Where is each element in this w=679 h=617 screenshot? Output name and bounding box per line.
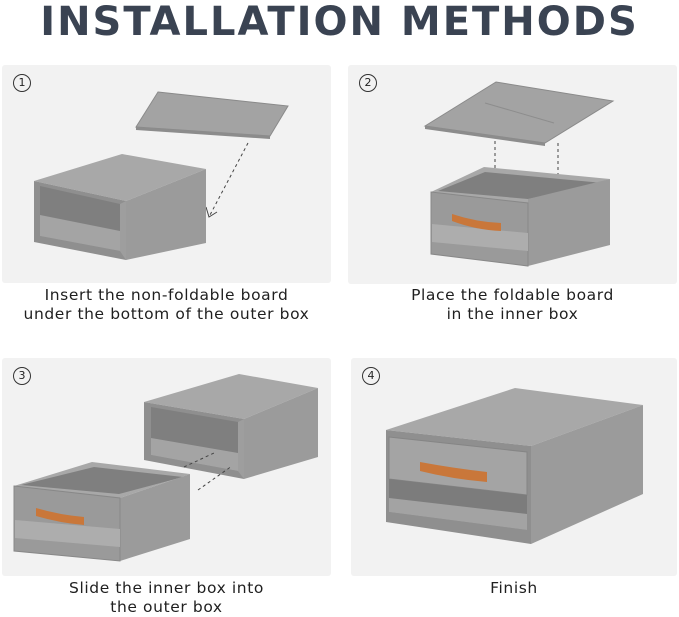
inner-box-illustration bbox=[430, 167, 610, 267]
step-1-panel: 1 bbox=[2, 65, 331, 283]
inner-box-illustration bbox=[13, 462, 190, 562]
caption-line: the outer box bbox=[110, 598, 223, 616]
caption-line: Slide the inner box into bbox=[69, 579, 264, 597]
outer-box-illustration bbox=[34, 154, 206, 260]
board-illustration bbox=[135, 91, 289, 139]
finished-box-illustration bbox=[386, 388, 643, 544]
leather-handle bbox=[452, 214, 501, 231]
caption-line: in the inner box bbox=[446, 305, 579, 323]
step-4-caption: Finish bbox=[351, 579, 677, 598]
step-number-badge: 3 bbox=[13, 367, 31, 385]
step-3-caption: Slide the inner box into the outer box bbox=[2, 579, 331, 617]
board-illustration bbox=[423, 81, 615, 146]
step-4-illustration bbox=[386, 388, 643, 544]
step-number-badge: 2 bbox=[359, 74, 377, 92]
step-3-illustration bbox=[13, 374, 318, 562]
leather-handle bbox=[36, 508, 84, 525]
caption-line: under the bottom of the outer box bbox=[23, 305, 310, 323]
step-2-panel: 2 bbox=[348, 65, 677, 284]
caption-line: Insert the non-foldable board bbox=[44, 286, 289, 304]
step-1-caption: Insert the non-foldable board under the … bbox=[2, 286, 331, 324]
leather-handle bbox=[420, 462, 487, 482]
step-3-panel: 3 bbox=[2, 358, 331, 576]
dashed-arrow bbox=[183, 452, 233, 491]
step-4-panel: 4 bbox=[351, 358, 677, 576]
step-number-badge: 4 bbox=[362, 367, 380, 385]
page-title: INSTALLATION METHODS bbox=[40, 0, 639, 45]
dashed-arrow bbox=[205, 142, 249, 218]
outer-box-illustration bbox=[144, 374, 318, 479]
caption-line: Finish bbox=[490, 579, 538, 597]
step-2-illustration bbox=[423, 81, 615, 267]
step-number-badge: 1 bbox=[13, 74, 31, 92]
caption-line: Place the foldable board bbox=[411, 286, 614, 304]
step-2-caption: Place the foldable board in the inner bo… bbox=[348, 286, 677, 324]
step-1-illustration bbox=[34, 91, 289, 260]
